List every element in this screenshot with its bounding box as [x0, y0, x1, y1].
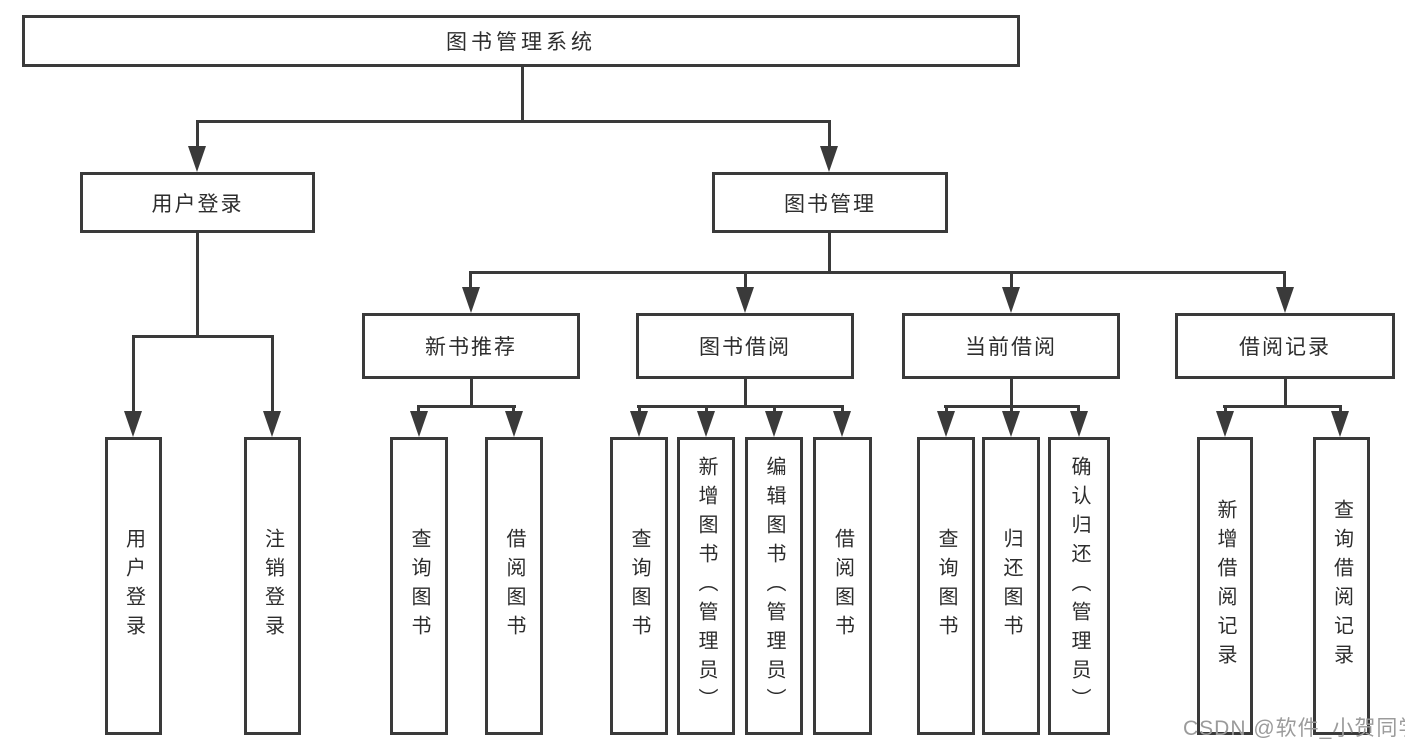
connector-hline [132, 335, 274, 338]
connector-vline [828, 233, 831, 271]
connector-hline [637, 405, 844, 408]
leaf-query-books-newbook: 查询图书 [390, 437, 448, 735]
connector-hline [196, 120, 831, 123]
leaf-query-books-current: 查询图书 [917, 437, 975, 735]
arrow-down-icon [820, 146, 838, 172]
arrow-down-icon [1002, 287, 1020, 313]
connector-vline [271, 335, 274, 413]
arrow-down-icon [1002, 411, 1020, 437]
arrow-down-icon [1070, 411, 1088, 437]
node-book-management-label: 图书管理 [784, 192, 876, 216]
leaf-logout-login: 注销登录 [244, 437, 301, 735]
arrow-down-icon [1331, 411, 1349, 437]
node-library-system-label: 图书管理系统 [446, 31, 596, 54]
leaf-confirm-return-admin: 确认归还（管理员） [1048, 437, 1110, 735]
leaf-query-books-current-label: 查询图书 [935, 528, 957, 644]
leaf-edit-books-admin: 编辑图书（管理员） [745, 437, 803, 735]
arrow-down-icon [263, 411, 281, 437]
connector-vline [828, 120, 831, 152]
connector-vline [1284, 379, 1287, 405]
leaf-query-books-borrow-label: 查询图书 [628, 528, 650, 644]
connector-vline [1077, 405, 1080, 415]
node-user-login-label: 用户登录 [151, 192, 244, 216]
arrow-down-icon [1216, 411, 1234, 437]
node-library-system: 图书管理系统 [22, 15, 1020, 67]
connector-vline [1010, 405, 1013, 415]
connector-vline [196, 233, 199, 335]
leaf-add-borrow-record-label: 新增借阅记录 [1214, 499, 1236, 673]
connector-vline [1283, 271, 1286, 291]
leaf-confirm-return-admin-label: 确认归还（管理员） [1068, 455, 1090, 717]
node-user-login: 用户登录 [80, 172, 315, 233]
node-current-borrow: 当前借阅 [902, 313, 1120, 379]
node-book-management: 图书管理 [712, 172, 948, 233]
node-borrow-records-label: 借阅记录 [1239, 336, 1331, 359]
connector-vline [841, 405, 844, 415]
connector-vline [1010, 271, 1013, 291]
node-borrow-records: 借阅记录 [1175, 313, 1395, 379]
connector-vline [773, 405, 776, 415]
connector-vline [1339, 405, 1342, 415]
leaf-query-borrow-record-label: 查询借阅记录 [1330, 499, 1353, 673]
leaf-logout-login-label: 注销登录 [261, 528, 284, 644]
connector-vline [417, 405, 420, 415]
leaf-query-books-newbook-label: 查询图书 [408, 528, 430, 644]
leaf-add-books-admin-label: 新增图书（管理员） [695, 455, 717, 717]
leaf-add-borrow-record: 新增借阅记录 [1197, 437, 1253, 735]
arrow-down-icon [1276, 287, 1294, 313]
leaf-query-books-borrow: 查询图书 [610, 437, 668, 735]
arrow-down-icon [833, 411, 851, 437]
leaf-borrow-books-borrow: 借阅图书 [813, 437, 872, 735]
leaf-user-login: 用户登录 [105, 437, 162, 735]
arrow-down-icon [765, 411, 783, 437]
arrow-down-icon [462, 287, 480, 313]
connector-vline [705, 405, 708, 415]
connector-vline [132, 335, 135, 413]
node-current-borrow-label: 当前借阅 [965, 336, 1057, 359]
connector-hline [1223, 405, 1342, 408]
connector-vline [1010, 379, 1013, 405]
node-new-book-recommend-label: 新书推荐 [425, 336, 517, 359]
node-book-borrow-label: 图书借阅 [699, 336, 791, 359]
leaf-edit-books-admin-label: 编辑图书（管理员） [763, 455, 785, 717]
watermark: CSDN @软件_小贺同学 [1183, 717, 1405, 740]
leaf-user-login-label: 用户登录 [122, 528, 145, 644]
connector-vline [744, 271, 747, 291]
connector-vline [470, 379, 473, 405]
connector-vline [196, 120, 199, 152]
arrow-down-icon [697, 411, 715, 437]
leaf-borrow-books-borrow-label: 借阅图书 [831, 528, 854, 644]
leaf-return-books-label: 归还图书 [1000, 528, 1022, 644]
connector-vline [744, 379, 747, 405]
connector-vline [638, 405, 641, 415]
connector-vline [521, 67, 524, 120]
leaf-add-books-admin: 新增图书（管理员） [677, 437, 735, 735]
arrow-down-icon [630, 411, 648, 437]
node-book-borrow: 图书借阅 [636, 313, 854, 379]
connector-vline [945, 405, 948, 415]
leaf-borrow-books-newbook-label: 借阅图书 [503, 528, 525, 644]
leaf-query-borrow-record: 查询借阅记录 [1313, 437, 1370, 735]
node-new-book-recommend: 新书推荐 [362, 313, 580, 379]
arrow-down-icon [124, 411, 142, 437]
connector-vline [512, 405, 515, 415]
leaf-return-books: 归还图书 [982, 437, 1040, 735]
connector-hline [417, 405, 516, 408]
connector-vline [1224, 405, 1227, 415]
leaf-borrow-books-newbook: 借阅图书 [485, 437, 543, 735]
connector-vline [469, 271, 472, 291]
connector-hline [469, 271, 1285, 274]
arrow-down-icon [937, 411, 955, 437]
arrow-down-icon [188, 146, 206, 172]
arrow-down-icon [505, 411, 523, 437]
arrow-down-icon [736, 287, 754, 313]
arrow-down-icon [410, 411, 428, 437]
